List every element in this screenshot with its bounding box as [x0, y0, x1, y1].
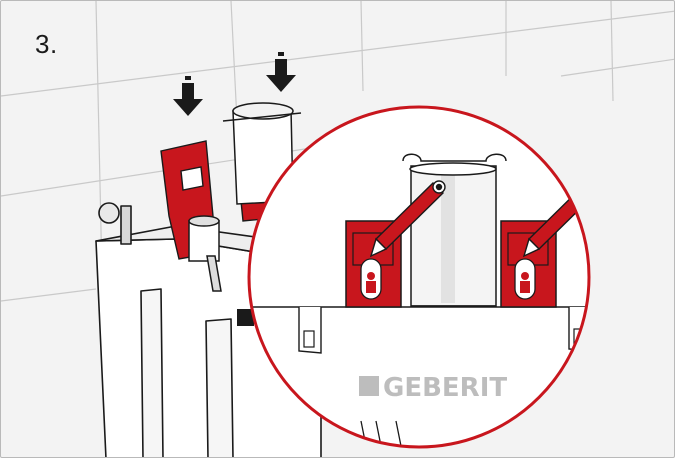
pencil-icon [369, 180, 446, 258]
valve-assembly [188, 102, 302, 292]
zoom-detail: GEBERIT [247, 105, 591, 449]
main-logo [237, 309, 254, 326]
zoom-logo-text: GEBERIT [383, 373, 507, 403]
step-number: 3. [35, 29, 58, 59]
central-pipe [402, 153, 507, 307]
zoom-logo-square [359, 376, 379, 396]
magnifier-circle [247, 105, 591, 449]
arrow-down-icon [173, 76, 203, 116]
arrow-down-icon [266, 52, 296, 92]
